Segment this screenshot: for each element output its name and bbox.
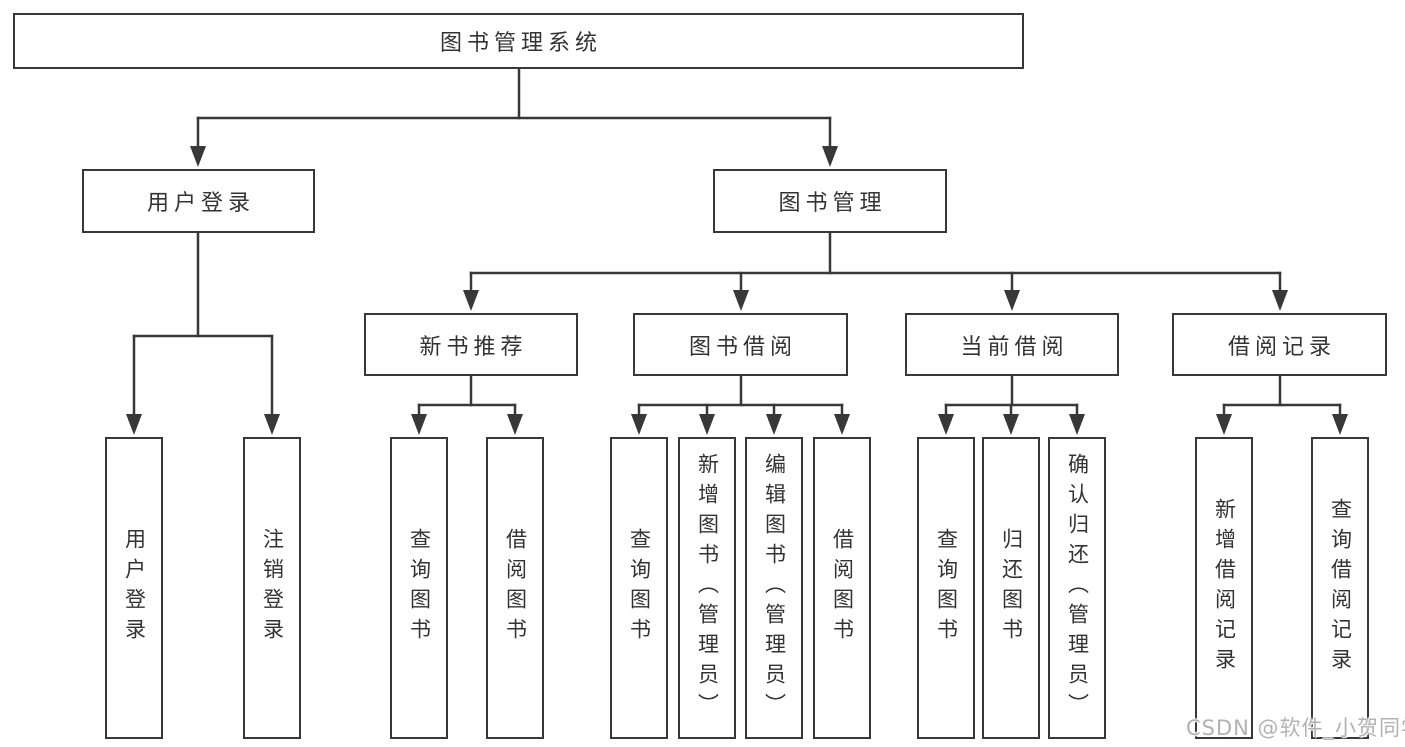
leaf-label: 归还图书 <box>999 528 1024 648</box>
leaf-nb-borrow-book: 借阅图书 <box>486 437 544 739</box>
leaf-bb-borrow-book: 借阅图书 <box>813 437 871 739</box>
leaf-label: 借阅图书 <box>830 528 855 648</box>
node-root-system: 图书管理系统 <box>13 13 1024 69</box>
leaf-label: 用户登录 <box>122 528 147 648</box>
node-current-borrow: 当前借阅 <box>905 313 1119 376</box>
leaf-bb-add-book-admin: 新增图书（管理员） <box>678 437 736 739</box>
leaf-logout: 注销登录 <box>243 437 301 739</box>
leaf-cb-return-book: 归还图书 <box>982 437 1040 739</box>
leaf-label: 新增图书（管理员） <box>695 453 720 723</box>
leaf-label: 查询借阅记录 <box>1328 498 1353 678</box>
node-book-borrow: 图书借阅 <box>633 313 848 376</box>
leaf-bb-edit-book-admin: 编辑图书（管理员） <box>745 437 803 739</box>
node-new-book-recommend: 新书推荐 <box>364 313 578 376</box>
leaf-br-query-record: 查询借阅记录 <box>1311 437 1369 739</box>
leaf-bb-query-book: 查询图书 <box>610 437 668 739</box>
node-borrow-record: 借阅记录 <box>1172 313 1387 376</box>
leaf-nb-query-book: 查询图书 <box>390 437 448 739</box>
leaf-user-login: 用户登录 <box>105 437 163 739</box>
watermark-text: CSDN @软件_小贺同学 <box>1186 716 1405 740</box>
leaf-label: 确认归还（管理员） <box>1065 453 1090 723</box>
leaf-cb-query-book: 查询图书 <box>917 437 975 739</box>
node-book-management: 图书管理 <box>713 169 947 233</box>
leaf-label: 新增借阅记录 <box>1212 498 1237 678</box>
leaf-label: 编辑图书（管理员） <box>762 453 787 723</box>
leaf-label: 借阅图书 <box>503 528 528 648</box>
node-user-login: 用户登录 <box>82 169 315 233</box>
leaf-label: 查询图书 <box>627 528 652 648</box>
leaf-label: 查询图书 <box>934 528 959 648</box>
leaf-label: 查询图书 <box>407 528 432 648</box>
leaf-cb-confirm-return-admin: 确认归还（管理员） <box>1048 437 1106 739</box>
arrowhead-icons <box>126 146 1348 435</box>
leaf-br-add-record: 新增借阅记录 <box>1195 437 1253 739</box>
leaf-label: 注销登录 <box>260 528 285 648</box>
